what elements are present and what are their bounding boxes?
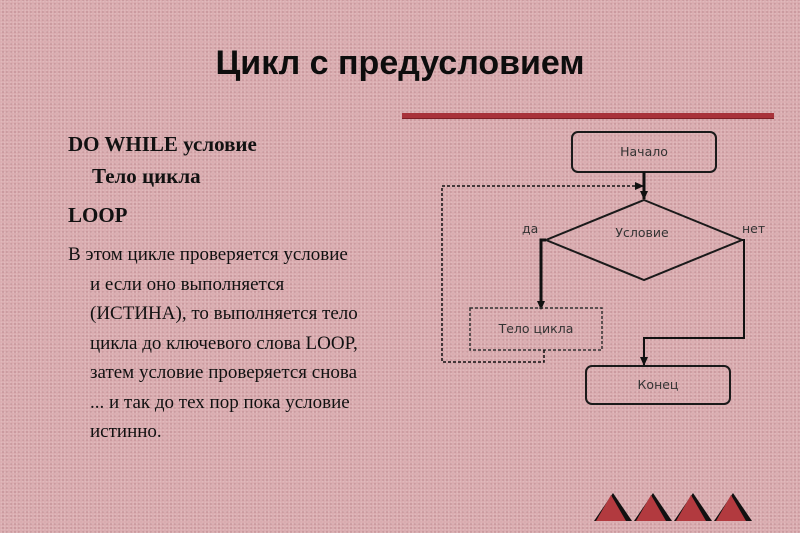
- description-paragraph: В этом цикле проверяется условие и если …: [68, 240, 438, 447]
- code-line-body: Тело цикла: [92, 164, 201, 188]
- navigation-triangle-icon: [674, 493, 712, 521]
- arrow-loop-back: [441, 182, 644, 363]
- navigation-triangle-icon: [594, 493, 632, 521]
- end-label: Конец: [638, 377, 679, 392]
- condition-label: Условие: [615, 225, 669, 240]
- description-line: (ИСТИНА), то выполняется тело: [90, 303, 358, 324]
- arrow-condition-to-end: [640, 239, 745, 366]
- body-box: [469, 307, 603, 351]
- yes-label: да: [522, 221, 538, 236]
- arrow-condition-to-body: [537, 238, 546, 310]
- description-line: истинно.: [90, 421, 162, 442]
- description-line: ... и так до тех пор пока условие: [90, 391, 350, 413]
- navigation-triangle-icon: [714, 493, 752, 521]
- body-label: Тело цикла: [498, 321, 574, 336]
- code-line-do-while: DO WHILE условие: [68, 132, 257, 156]
- no-label: нет: [742, 221, 765, 236]
- slide-title: Цикл с предусловием: [215, 44, 585, 82]
- start-label: Начало: [620, 144, 668, 159]
- description-line: цикла до ключевого слова LOOP,: [90, 332, 358, 354]
- title-divider: [402, 113, 774, 118]
- condition-diamond: [543, 198, 745, 282]
- code-line-loop: LOOP: [68, 203, 128, 227]
- description-line: затем условие проверяется снова: [90, 362, 358, 383]
- end-box: [585, 365, 731, 405]
- description-line: и если оно выполняется: [90, 273, 285, 295]
- navigation-triangle-icon: [634, 493, 672, 521]
- description-line: В этом цикле проверяется условие: [68, 244, 348, 265]
